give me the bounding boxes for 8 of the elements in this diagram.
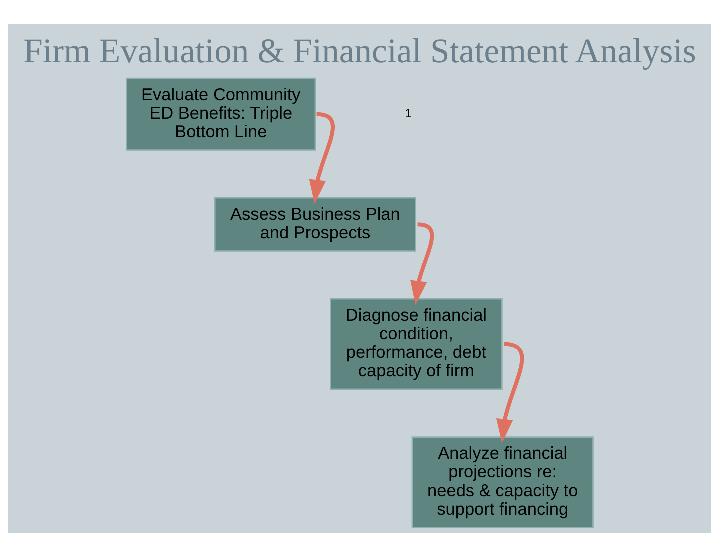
- node-box: Analyze financial projections re: needs & capacity to support financing: [412, 436, 594, 528]
- node-box: Assess Business Plan and Prospects: [214, 197, 416, 252]
- diagram-title: Firm Evaluation & Financial Statement Analysis: [24, 32, 696, 70]
- node-box: Diagnose financial condition, performance, debt capacity of firm: [330, 298, 503, 390]
- node-box: Evaluate Community ED Benefits: Triple Bottom Line: [126, 78, 316, 151]
- label: 1: [405, 106, 412, 120]
- arrow: [410, 222, 434, 306]
- arrow: [309, 112, 335, 204]
